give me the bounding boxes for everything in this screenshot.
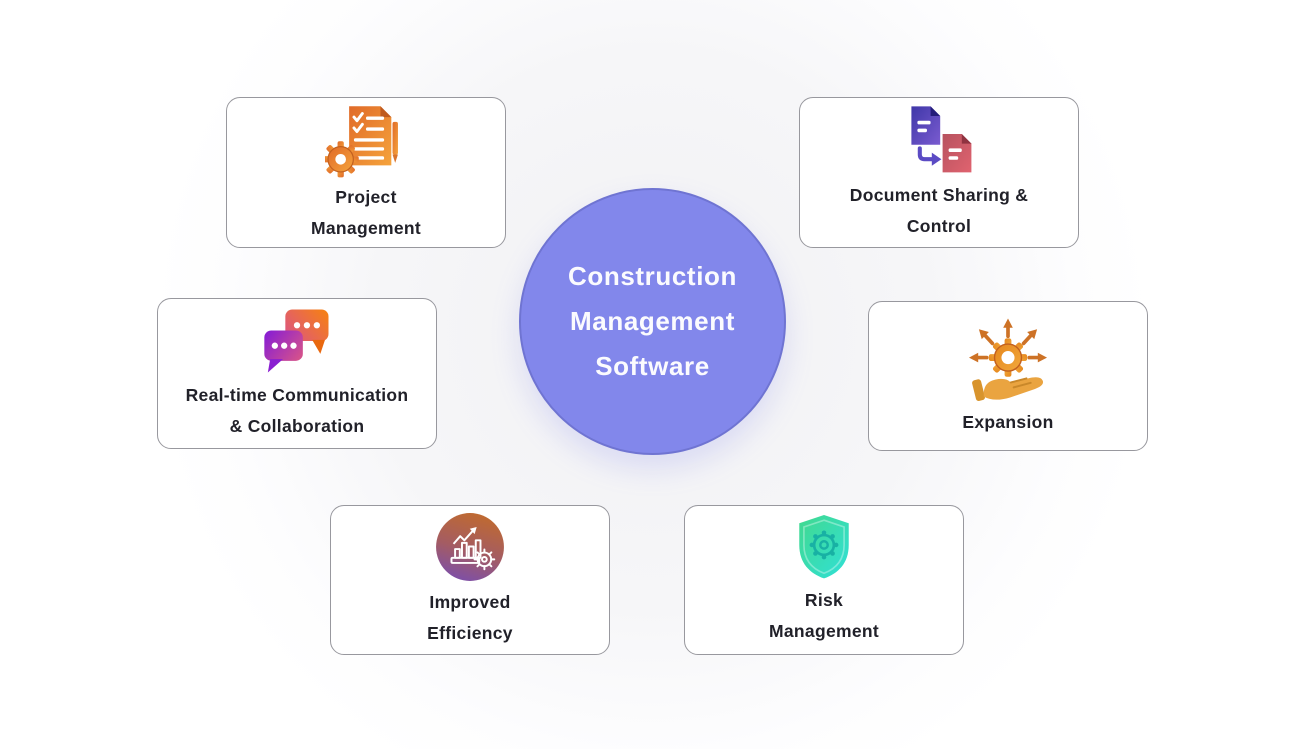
card-label-line: Improved [429,592,511,612]
card-label: Project Management [311,182,421,244]
card-label: Expansion [962,407,1053,438]
card-label-line: Document Sharing & [849,184,1029,205]
card-project-management: Project Management [226,97,506,248]
card-improved-efficiency: Improved Efficiency [330,505,610,655]
growth-chart-gear-badge-icon [434,511,506,583]
card-label-line: Risk [804,590,844,610]
shield-gear-icon [791,513,857,581]
card-label: Improved Efficiency [427,587,513,649]
card-label: Document Sharing & Control [850,180,1028,242]
card-label: Risk Management [769,585,879,647]
center-circle-line: Construction [568,261,737,291]
center-circle-line: Management [570,306,735,336]
card-label-line: Management [769,621,879,641]
card-expansion: Expansion [868,301,1148,451]
card-label-line: Efficiency [427,623,513,643]
center-circle-line: Software [595,351,710,381]
card-label-line: Project [335,186,397,207]
card-document-sharing-control: Document Sharing & Control [799,97,1079,248]
document-transfer-icon [900,104,978,176]
card-label-line: Real-time Communication [185,384,409,405]
chat-bubbles-icon [259,306,335,376]
center-circle: Construction Management Software [519,188,786,455]
card-label-line: & Collaboration [229,415,365,436]
card-realtime-communication-collaboration: Real-time Communication & Collaboration [157,298,437,449]
card-label: Real-time Communication & Collaboration [186,380,409,442]
hand-gear-arrows-icon [962,315,1054,403]
clipboard-checklist-gear-icon [322,102,407,178]
card-label-line: Expansion [962,411,1054,432]
card-risk-management: Risk Management [684,505,964,655]
card-label-line: Management [311,217,421,238]
card-label-line: Control [906,215,972,236]
